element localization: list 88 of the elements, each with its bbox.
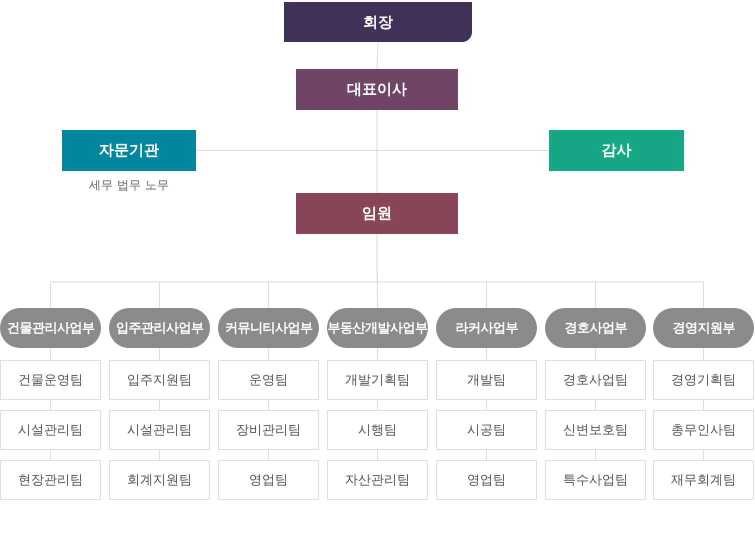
node-label: 시공팀 bbox=[467, 422, 506, 439]
department-pill bbox=[109, 308, 210, 348]
node-label: 장비관리팀 bbox=[236, 422, 301, 439]
node-label: 재무회계팀 bbox=[671, 472, 736, 489]
node-label: 경영지원부 bbox=[672, 320, 735, 337]
connector-line bbox=[268, 348, 269, 360]
node-caption: 세무 법무 노무 bbox=[88, 177, 170, 194]
team-box bbox=[218, 460, 319, 500]
connector-line bbox=[595, 450, 596, 460]
department-pill bbox=[436, 308, 537, 348]
connector-line bbox=[486, 450, 487, 460]
node-label: 자산관리팀 bbox=[345, 472, 410, 489]
team-box bbox=[327, 410, 428, 450]
node-label: 입주관리사업부 bbox=[116, 320, 204, 337]
connector-line bbox=[268, 450, 269, 460]
node-label: 회장 bbox=[363, 12, 393, 32]
team-box bbox=[109, 360, 210, 400]
node-label: 개발팀 bbox=[467, 372, 506, 389]
team-box bbox=[327, 360, 428, 400]
connector-line bbox=[159, 348, 160, 360]
team-box bbox=[653, 410, 754, 450]
connector-line bbox=[595, 348, 596, 360]
connector-line bbox=[50, 348, 51, 360]
connector-line bbox=[377, 400, 378, 410]
node-label: 회계지원팀 bbox=[127, 472, 192, 489]
node-label: 경호사업부 bbox=[564, 320, 627, 337]
node-label: 라커사업부 bbox=[455, 320, 518, 337]
team-box bbox=[109, 410, 210, 450]
connector-line bbox=[50, 450, 51, 460]
department-pill bbox=[218, 308, 319, 348]
node-label: 경호사업팀 bbox=[563, 372, 628, 389]
node-label: 시행팀 bbox=[358, 422, 397, 439]
team-box bbox=[327, 460, 428, 500]
node-label: 입주지원팀 bbox=[127, 372, 192, 389]
node-label: 건물운영팀 bbox=[18, 372, 83, 389]
team-box bbox=[218, 410, 319, 450]
team-box bbox=[436, 360, 537, 400]
team-box bbox=[653, 360, 754, 400]
node-label: 대표이사 bbox=[347, 80, 407, 99]
department-pill bbox=[0, 308, 101, 348]
department-pill bbox=[545, 308, 646, 348]
connector-line bbox=[703, 450, 704, 460]
title-box bbox=[296, 193, 458, 234]
node-label: 운영팀 bbox=[249, 372, 288, 389]
title-box bbox=[549, 130, 684, 171]
connector-line bbox=[159, 400, 160, 410]
team-box bbox=[545, 460, 646, 500]
node-label: 감사 bbox=[602, 141, 632, 160]
node-label: 건물관리사업부 bbox=[6, 320, 94, 337]
connector-line bbox=[376, 42, 378, 70]
title-box bbox=[284, 2, 472, 42]
team-box bbox=[545, 360, 646, 400]
team-box bbox=[0, 460, 101, 500]
team-box bbox=[653, 460, 754, 500]
node-label: 영업팀 bbox=[467, 472, 506, 489]
node-label: 특수사업팀 bbox=[563, 472, 628, 489]
connector-line bbox=[595, 400, 596, 410]
team-box bbox=[218, 360, 319, 400]
connector-line bbox=[268, 400, 269, 410]
node-label: 신변보호팀 bbox=[563, 422, 628, 439]
connector-line bbox=[377, 450, 378, 460]
department-pill bbox=[653, 308, 754, 348]
connector-line bbox=[703, 400, 704, 410]
title-box bbox=[296, 69, 458, 110]
node-label: 임원 bbox=[362, 204, 392, 223]
connector-line bbox=[159, 450, 160, 460]
connector-line bbox=[486, 400, 487, 410]
node-label: 시설관리팀 bbox=[18, 422, 83, 439]
team-box bbox=[0, 410, 101, 450]
team-box bbox=[545, 410, 646, 450]
node-label: 개발기획팀 bbox=[345, 372, 410, 389]
node-label: 영업팀 bbox=[249, 472, 288, 489]
connector-line bbox=[50, 400, 51, 410]
team-box bbox=[109, 460, 210, 500]
department-pill bbox=[327, 308, 428, 348]
node-label: 자문기관 bbox=[99, 141, 159, 160]
node-label: 총무인사팀 bbox=[671, 422, 736, 439]
connector-line bbox=[486, 348, 487, 360]
node-label: 경영기획팀 bbox=[671, 372, 736, 389]
team-box bbox=[436, 410, 537, 450]
team-box bbox=[436, 460, 537, 500]
node-label: 현장관리팀 bbox=[18, 472, 83, 489]
connector-line bbox=[703, 348, 704, 360]
connector-line bbox=[377, 348, 378, 360]
team-box bbox=[0, 360, 101, 400]
node-label: 커뮤니티사업부 bbox=[224, 320, 312, 337]
node-label: 시설관리팀 bbox=[127, 422, 192, 439]
node-label: 부동산개발사업부 bbox=[328, 320, 428, 337]
